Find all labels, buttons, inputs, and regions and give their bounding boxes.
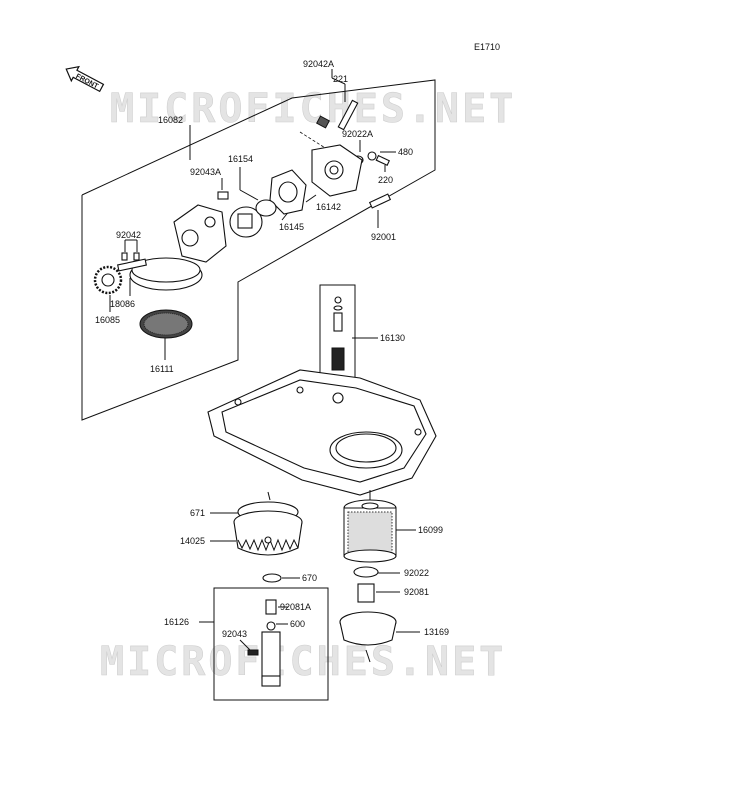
- label-16154: 16154: [228, 154, 253, 164]
- leaders-upper: [109, 69, 396, 360]
- oil-pan: [207, 369, 437, 496]
- label-92081A: 92081A: [280, 602, 311, 612]
- label-16085: 16085: [95, 315, 120, 325]
- label-92022: 92022: [404, 568, 429, 578]
- part-labels: 16082 92042A 221 92022A 480 220 16154 92…: [95, 59, 449, 639]
- watermark-bottom: MICROFICHES.NET: [100, 639, 506, 685]
- label-92042: 92042: [116, 230, 141, 240]
- label-92043A: 92043A: [190, 167, 221, 177]
- label-16099: 16099: [418, 525, 443, 535]
- oring-670: [262, 573, 282, 583]
- bypass-valve: [213, 587, 329, 701]
- pump-assembly-outline: [81, 79, 436, 421]
- label-18086: 18086: [110, 299, 135, 309]
- label-480: 480: [398, 147, 413, 157]
- filter-cover: [233, 491, 303, 556]
- label-220: 220: [378, 175, 393, 185]
- label-13169: 13169: [424, 627, 449, 637]
- relief-valve: [319, 284, 356, 386]
- leaders-lower: [199, 512, 420, 651]
- label-16130: 16130: [380, 333, 405, 343]
- label-16145: 16145: [279, 222, 304, 232]
- label-14025: 14025: [180, 536, 205, 546]
- label-16126: 16126: [164, 617, 189, 627]
- pump-parts: [93, 99, 392, 339]
- label-16082: 16082: [158, 115, 183, 125]
- label-92022A: 92022A: [342, 129, 373, 139]
- front-arrow-icon: FRONT: [65, 65, 105, 93]
- label-16111: 16111: [150, 364, 174, 374]
- label-92043: 92043: [222, 629, 247, 639]
- label-600: 600: [290, 619, 305, 629]
- label-221: 221: [333, 74, 348, 84]
- filter-hardware: [339, 566, 397, 663]
- diagram-code: E1710: [474, 42, 500, 52]
- label-92042A: 92042A: [303, 59, 334, 69]
- label-92081: 92081: [404, 587, 429, 597]
- label-670: 670: [302, 573, 317, 583]
- label-671: 671: [190, 508, 205, 518]
- label-16142: 16142: [316, 202, 341, 212]
- label-92001: 92001: [371, 232, 396, 242]
- watermark-top: MICROFICHES.NET: [110, 86, 516, 132]
- oil-filter: [343, 490, 397, 563]
